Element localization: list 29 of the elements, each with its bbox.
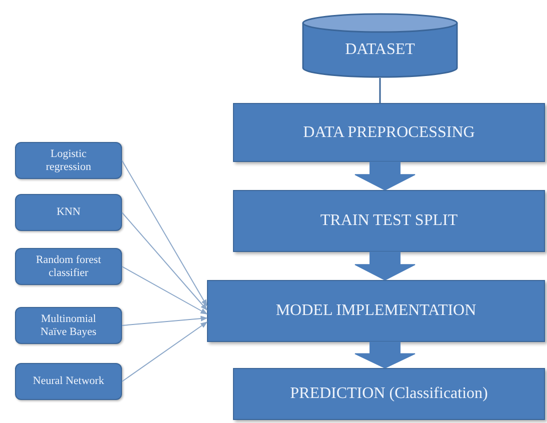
node-label: Multinomial Naïve Bayes: [40, 312, 98, 338]
node-label: KNN: [56, 206, 80, 219]
node-label: DATASET: [344, 40, 416, 60]
process-box: [233, 190, 545, 252]
process-box: [233, 368, 545, 420]
node-label: PREDICTION (Classification): [289, 384, 489, 404]
algorithm-box: [15, 248, 122, 285]
block-arrow: [354, 252, 416, 281]
process-box: [233, 103, 545, 162]
database-cylinder: [302, 13, 458, 78]
arrow: [122, 160, 208, 307]
algorithm-box: [15, 194, 122, 231]
algorithm-box: [15, 142, 122, 179]
arrow: [122, 266, 208, 314]
algorithm-box: [15, 363, 122, 400]
arrow: [122, 212, 208, 311]
arrow: [122, 322, 208, 382]
block-arrow: [354, 342, 416, 369]
process-box: [207, 280, 545, 342]
node-label: TRAIN TEST SPLIT: [319, 211, 459, 231]
arrow: [122, 316, 208, 326]
node-label: Neural Network: [32, 375, 104, 388]
node-label: Random forest classifier: [34, 254, 102, 280]
node-label: MODEL IMPLEMENTATION: [274, 301, 478, 321]
algorithm-box: [15, 307, 122, 344]
node-label: Logistic regression: [44, 148, 92, 174]
connector-line: [379, 78, 381, 103]
node-label: DATA PREPROCESSING: [302, 122, 476, 142]
block-arrow: [354, 162, 416, 191]
